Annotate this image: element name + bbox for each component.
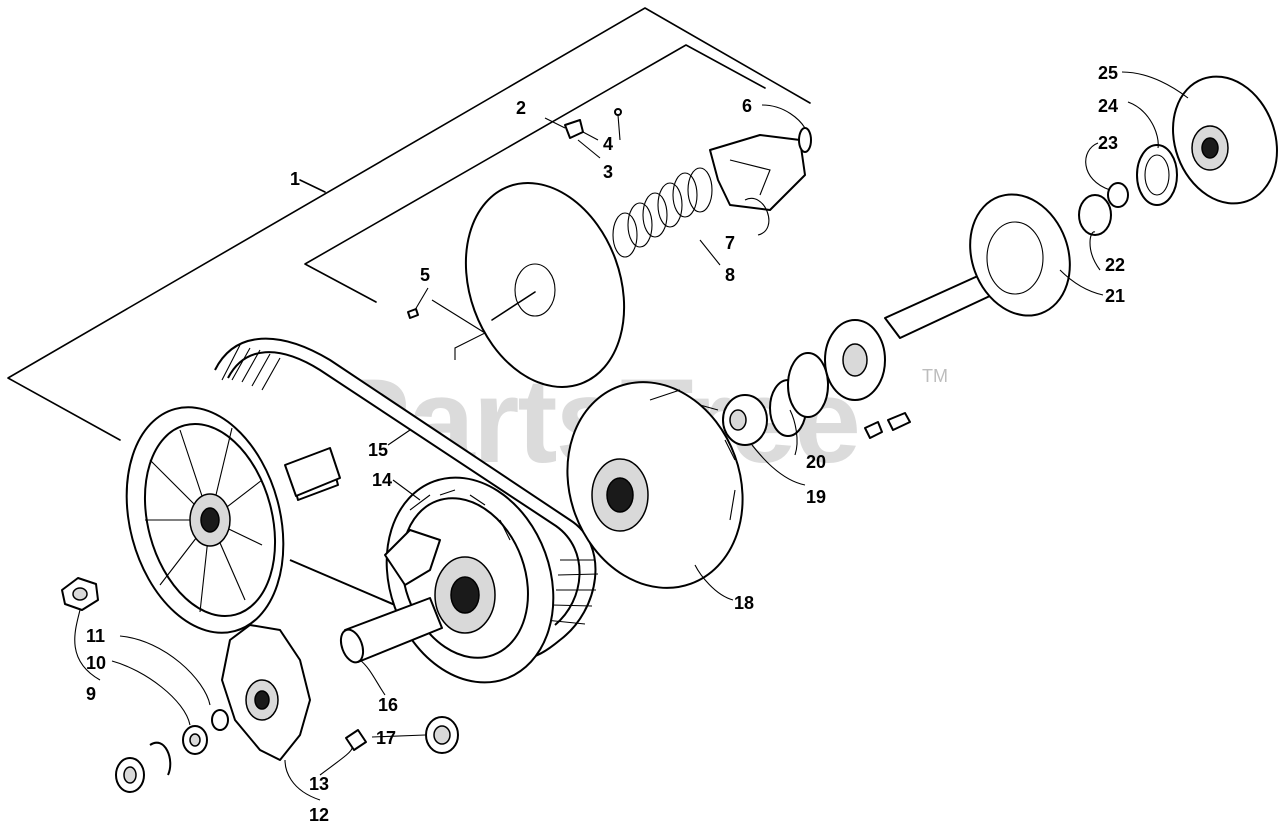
callout-labels: 1 2 3 4 5 6 7 8 9 10 11 12 13 14 15 16 1… xyxy=(86,63,1125,825)
drum-21 xyxy=(884,193,1071,339)
callout-8: 8 xyxy=(725,265,735,285)
callout-1: 1 xyxy=(290,169,300,189)
callout-13: 13 xyxy=(309,774,329,794)
callout-2: 2 xyxy=(516,98,526,118)
callout-9: 9 xyxy=(86,684,96,704)
cover-7 xyxy=(709,134,806,211)
leader-5-shaft xyxy=(431,299,487,360)
callout-4: 4 xyxy=(603,134,613,154)
callout-17: 17 xyxy=(376,728,396,748)
callout-11: 11 xyxy=(86,626,105,646)
callout-15: 15 xyxy=(368,440,388,460)
callout-20: 20 xyxy=(806,452,826,472)
callout-19: 19 xyxy=(806,487,826,507)
leader-lines xyxy=(74,71,1189,801)
sheave-18 xyxy=(566,381,744,589)
callout-16: 16 xyxy=(378,695,398,715)
callout-24: 24 xyxy=(1098,96,1118,116)
callout-14: 14 xyxy=(372,470,392,490)
small-parts xyxy=(115,709,459,793)
assembly-bracket-1 xyxy=(7,7,811,441)
callout-12: 12 xyxy=(309,805,329,825)
sheave-plate xyxy=(464,182,626,388)
pin-5 xyxy=(407,308,419,319)
callout-23: 23 xyxy=(1098,133,1118,153)
callout-3: 3 xyxy=(603,162,613,182)
callout-21: 21 xyxy=(1105,286,1125,306)
callout-5: 5 xyxy=(420,265,430,285)
nut-9 xyxy=(61,577,99,611)
callout-10: 10 xyxy=(86,653,106,673)
bearing-parts xyxy=(722,319,911,446)
callout-25: 25 xyxy=(1098,63,1118,83)
pin-4 xyxy=(614,108,622,116)
callout-18: 18 xyxy=(734,593,754,613)
watermark-trademark: TM xyxy=(922,366,948,386)
callout-6: 6 xyxy=(742,96,752,116)
movable-sheave xyxy=(384,476,555,684)
spring-8 xyxy=(612,167,713,258)
parts-22-25 xyxy=(1078,75,1278,236)
ring-6 xyxy=(798,127,812,153)
block-3 xyxy=(564,119,584,139)
sheave-shaft xyxy=(284,447,341,497)
drive-sheave xyxy=(125,406,339,634)
callout-7: 7 xyxy=(725,233,735,253)
shaft-16 xyxy=(339,597,443,664)
callout-22: 22 xyxy=(1105,255,1125,275)
spider-12 xyxy=(221,624,311,761)
